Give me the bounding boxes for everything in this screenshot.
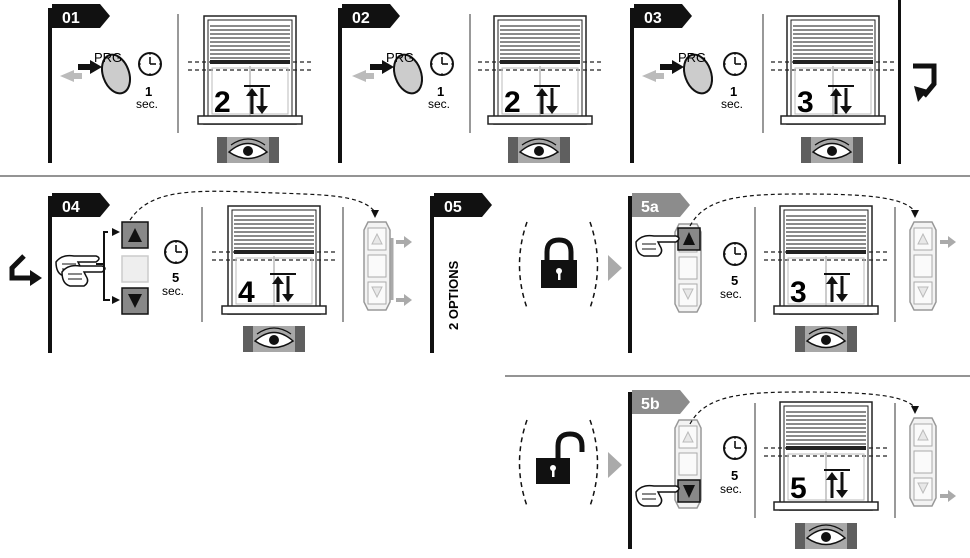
eye-icon [507, 136, 571, 164]
step-01-tab [52, 4, 110, 28]
clock-icon [430, 52, 454, 76]
step-02-label: 02 [352, 10, 370, 27]
clock-icon [164, 240, 188, 264]
shutter-window [763, 401, 889, 511]
row-end-bar [898, 0, 901, 164]
time-unit: sec. [428, 97, 450, 111]
unlock-icon [536, 431, 585, 484]
arrow-icon [940, 236, 956, 248]
step-5b-label: 5b [641, 396, 660, 413]
arrow-icon [396, 236, 412, 248]
step-05: 05 2 OPTIONS [430, 193, 492, 353]
lock-icon [541, 237, 577, 288]
time-value: 5 [731, 468, 738, 483]
shutter-window [211, 205, 337, 315]
blind-count: 2 [214, 86, 231, 119]
clock-icon [723, 242, 747, 266]
blind-count: 4 [238, 276, 255, 309]
blind-count: 3 [797, 86, 814, 119]
step-01-label: 01 [62, 10, 80, 27]
time-unit: sec. [721, 97, 743, 111]
step-05-label: 05 [444, 199, 462, 216]
remote-control-icon [909, 221, 937, 311]
blind-count: 3 [790, 276, 807, 309]
blind-count: 5 [790, 472, 807, 505]
clock-icon [723, 52, 747, 76]
arrow-icon [940, 490, 956, 502]
step-01: 01 PRG 1 sec. 2 [48, 4, 313, 164]
dashed-connector [129, 190, 376, 221]
step-05-tab [434, 193, 492, 217]
time-unit: sec. [720, 287, 742, 301]
shutter-window [763, 205, 889, 315]
eye-icon [242, 325, 306, 353]
return-arrow-icon [9, 254, 42, 286]
dashed-connector [689, 193, 916, 227]
dashed-connector [689, 391, 916, 425]
shutter-window [187, 15, 313, 125]
time-value: 1 [437, 84, 444, 99]
step-5a-label: 5a [641, 199, 659, 216]
prg-label: PRG [386, 50, 414, 65]
eye-icon [216, 136, 280, 164]
remote-control-icon [909, 417, 937, 507]
option-5b: 5b 5 sec. 5 [518, 390, 956, 550]
remote-control-icon [121, 221, 149, 315]
eye-icon [794, 522, 858, 550]
prg-label: PRG [678, 50, 706, 65]
step-03: 03 PRG 1 sec. 3 [630, 4, 896, 164]
prg-label: PRG [94, 50, 122, 65]
clock-icon [138, 52, 162, 76]
time-value: 1 [730, 84, 737, 99]
step-04-label: 04 [62, 199, 80, 216]
time-value: 5 [172, 270, 179, 285]
step-02: 02 PRG 1 sec. 2 [338, 4, 603, 164]
hand-pointer-icon [61, 264, 106, 287]
step-04-tab [52, 193, 110, 217]
clock-icon [723, 436, 747, 460]
remote-up-button [677, 227, 701, 251]
hand-pointer-icon [635, 234, 680, 257]
time-value: 5 [731, 273, 738, 288]
step-02-tab [342, 4, 400, 28]
time-unit: sec. [720, 482, 742, 496]
remote-down-button [677, 479, 701, 503]
arrow-icon [608, 255, 622, 281]
option-5a: 5a 5 sec. 3 [518, 193, 956, 353]
time-value: 1 [145, 84, 152, 99]
step-03-label: 03 [644, 10, 662, 27]
options-text: 2 OPTIONS [446, 260, 461, 330]
eye-icon [800, 136, 864, 164]
shutter-window [477, 15, 603, 125]
arrow-icon [396, 294, 412, 306]
blind-count: 2 [504, 86, 521, 119]
shutter-window [770, 15, 896, 125]
hand-pointer-icon [635, 484, 680, 507]
step-03-tab [634, 4, 692, 28]
remote-control-icon [363, 221, 391, 311]
continue-arrow-icon [913, 63, 937, 102]
time-unit: sec. [136, 97, 158, 111]
arrow-icon [608, 452, 622, 478]
time-unit: sec. [162, 284, 184, 298]
step-04: 04 5 sec. 4 [48, 190, 412, 353]
eye-icon [794, 325, 858, 353]
